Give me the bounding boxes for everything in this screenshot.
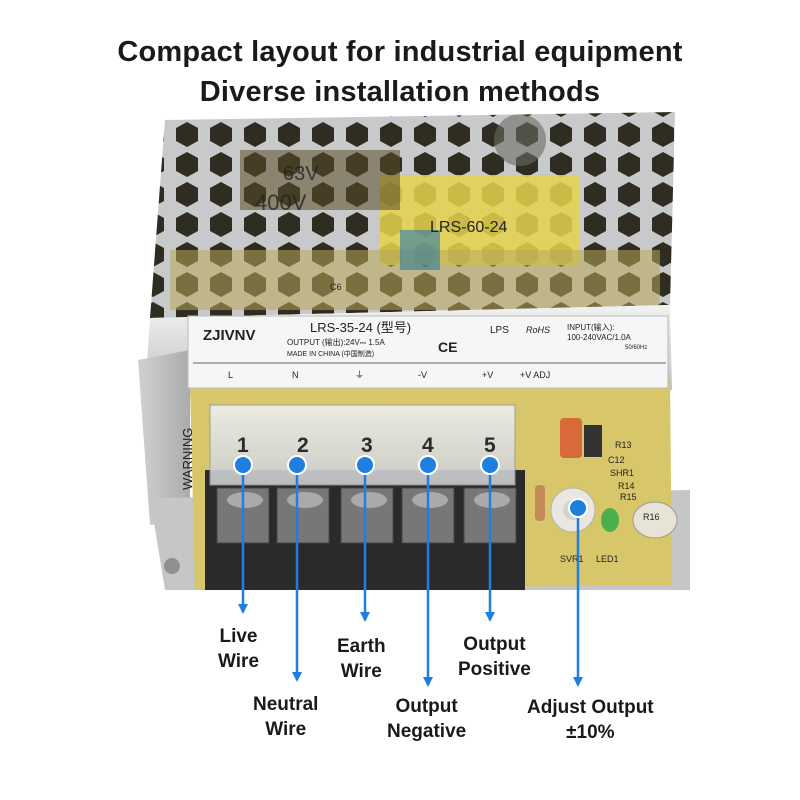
brand-name: ZJIVNV: [203, 327, 256, 344]
callout-arrow-neutral: [292, 672, 302, 682]
pcb-c12: C12: [608, 455, 625, 465]
callout-arrow-output-positive: [485, 612, 495, 622]
callout-arrow-output-negative: [423, 677, 433, 687]
ce-mark: CE: [438, 339, 457, 355]
label-terminal-marking: N: [292, 370, 299, 380]
resistor: [535, 485, 545, 521]
pcb-r15: R15: [620, 492, 637, 502]
pcb-shr1: SHR1: [610, 468, 634, 478]
callout-arrow-live: [238, 604, 248, 614]
rohs-mark: RoHS: [526, 325, 550, 335]
label-terminal-marking: +V: [482, 370, 493, 380]
label-terminal-marking: +V ADJ: [520, 370, 550, 380]
capacitor-orange: [560, 418, 582, 458]
component-r16: [632, 501, 678, 539]
output-rating: OUTPUT (输出):24V⎓ 1.5A: [287, 337, 385, 347]
made-in-china: MADE IN CHINA (中国制造): [287, 349, 374, 358]
lps-mark: LPS: [490, 325, 509, 336]
callout-arrow-earth: [360, 612, 370, 622]
pcb-r13: R13: [615, 440, 632, 450]
terminal-number-4: 4: [422, 434, 434, 457]
label-terminal-marking: L: [228, 370, 233, 380]
pcb-led1: LED1: [596, 554, 619, 564]
case-side-wall: [138, 350, 190, 525]
input-heading: INPUT(输入):: [567, 322, 615, 332]
label-terminal-marking: -V: [418, 370, 427, 380]
callout-dot-live: [233, 455, 253, 475]
terminal-number-2: 2: [297, 434, 309, 457]
callout-dot-adjust-output: [568, 498, 588, 518]
internal-components: [170, 114, 660, 310]
warning-text: WARNING: [180, 428, 195, 490]
callout-dot-neutral: [287, 455, 307, 475]
pcb-svr1: SVR1: [560, 554, 584, 564]
pcb-r14: R14: [618, 481, 635, 491]
callout-markers: [233, 455, 588, 687]
pcb-model-marking: LRS-60-24: [430, 219, 507, 236]
callout-dot-output-negative: [418, 455, 438, 475]
label-terminal-marking: ⏚: [355, 370, 364, 380]
input-frequency: 50/60Hz: [625, 345, 647, 351]
callout-dot-earth: [355, 455, 375, 475]
product-label: ZJIVNV LRS-35-24 (型号) OUTPUT (输出):24V⎓ 1…: [187, 315, 669, 389]
headline-line-2: Diverse installation methods: [199, 76, 601, 108]
terminal-number-1: 1: [237, 434, 249, 457]
transistor: [584, 425, 602, 457]
headline-line-1: Compact layout for industrial equipment: [117, 36, 683, 68]
callout-arrow-adjust-output: [573, 677, 583, 687]
capacitor-marking-2: 400V: [255, 190, 307, 215]
terminal-number-3: 3: [361, 434, 373, 457]
model-number: LRS-35-24 (型号): [310, 320, 411, 335]
callout-label-adjust-output: Adjust Output±10%: [527, 697, 654, 743]
terminal-number-5: 5: [484, 434, 496, 457]
capacitor-marking-1: 63V: [283, 163, 319, 185]
pcb-r16: R16: [643, 512, 660, 522]
pcb-c6: C6: [330, 282, 342, 292]
callout-dot-output-positive: [480, 455, 500, 475]
led-indicator: [601, 508, 619, 532]
input-range: 100-240VAC/1.0A: [567, 333, 632, 342]
